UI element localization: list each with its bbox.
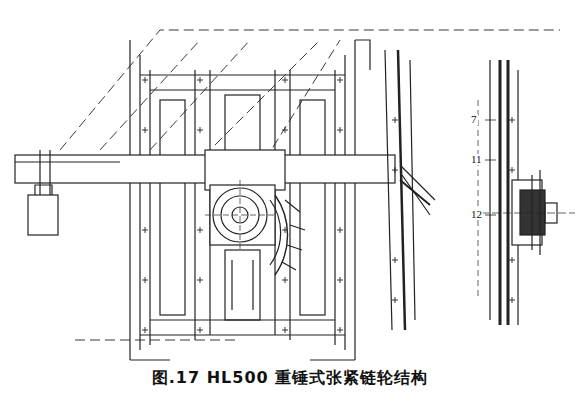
- bolt-mark: [509, 117, 515, 123]
- bolt-mark: [282, 77, 288, 83]
- bolt-mark: [197, 327, 203, 333]
- bolt-mark: [337, 277, 343, 283]
- bolt-mark: [337, 127, 343, 133]
- bolt-mark: [337, 77, 343, 83]
- bolt-mark: [142, 77, 148, 83]
- bolt-mark: [197, 127, 203, 133]
- bolt-mark: [142, 327, 148, 333]
- bolt-mark: [197, 227, 203, 233]
- figure-caption: 图.17 HL500 重锤式张紧链轮结构: [152, 368, 428, 389]
- bolt-mark: [509, 257, 515, 263]
- hidden-lines: [60, 30, 560, 340]
- bolt-mark: [197, 77, 203, 83]
- bolt-mark: [142, 277, 148, 283]
- bolt-mark: [392, 117, 398, 123]
- bolt-marks: [142, 77, 515, 333]
- weight-lever: [15, 150, 395, 235]
- bolt-mark: [197, 277, 203, 283]
- bolt-mark: [392, 297, 398, 303]
- frame: [130, 40, 370, 360]
- bolt-mark: [282, 327, 288, 333]
- callout-number: 12: [470, 209, 483, 220]
- bolt-mark: [282, 227, 288, 233]
- bolt-mark: [392, 167, 398, 173]
- bolt-mark: [337, 227, 343, 233]
- bolt-mark: [509, 167, 515, 173]
- bolt-mark: [337, 327, 343, 333]
- bolt-mark: [282, 277, 288, 283]
- side-view: [470, 60, 575, 325]
- callout-number: 7: [470, 114, 478, 125]
- bolt-mark: [142, 127, 148, 133]
- tension-sprocket: [205, 180, 305, 275]
- callout-number: 11: [470, 154, 483, 165]
- bolt-mark: [509, 297, 515, 303]
- bolt-mark: [392, 257, 398, 263]
- bolt-mark: [142, 227, 148, 233]
- bolt-mark: [282, 127, 288, 133]
- section-strip: [385, 50, 435, 330]
